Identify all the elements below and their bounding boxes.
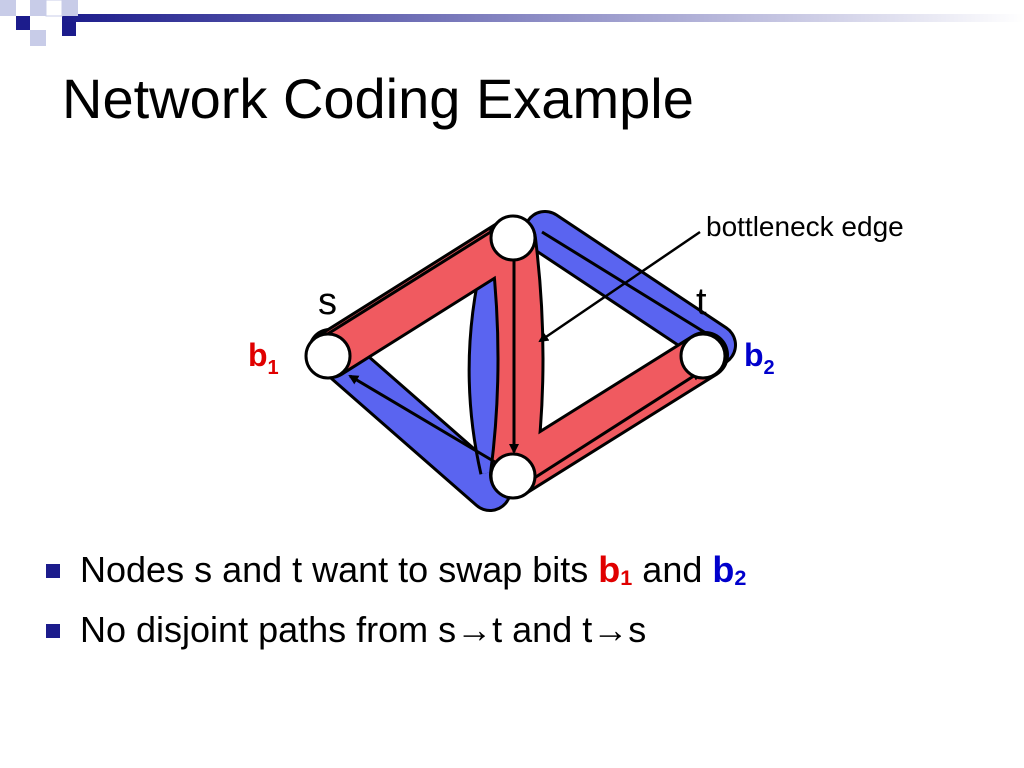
bit1-base: b [248, 337, 268, 373]
sink-label: t [696, 281, 707, 323]
bullet-bit1-base: b [598, 549, 621, 590]
right-arrow-icon: → [592, 609, 629, 650]
bullet-list: Nodes s and t want to swap bits b1 and b… [46, 548, 746, 668]
right-arrow-icon: → [456, 609, 493, 650]
bit2-label: b2 [744, 337, 775, 379]
deco-square [0, 0, 16, 16]
nodes [304, 214, 727, 500]
node-t [679, 332, 727, 380]
node-s [304, 332, 352, 380]
bullet-bit2-base: b [712, 549, 735, 590]
source-label: s [318, 281, 337, 323]
square-bullet-icon [46, 624, 60, 638]
bit2-base: b [744, 337, 764, 373]
arrow-icon [527, 370, 702, 484]
bullet-bit1-sub: 1 [620, 565, 633, 591]
slide-title: Network Coding Example [62, 67, 694, 130]
flow-arrows [317, 226, 724, 484]
callout-arrow-icon [538, 230, 701, 343]
title-decoration [0, 0, 1024, 46]
bullet-text-main: Nodes s and t want to swap bits [80, 549, 599, 590]
bit1-label: b1 [248, 337, 279, 379]
bullet-text-prefix: No disjoint paths from s [80, 609, 457, 650]
node-bottom [489, 452, 537, 500]
bit2-sub: 2 [764, 357, 775, 379]
bullet-bit2: b2 [712, 549, 746, 590]
gradient-bar [62, 14, 1024, 22]
bullet-text-suffix: s [628, 609, 647, 650]
bullet-item: Nodes s and t want to swap bits b1 and b… [46, 548, 746, 608]
bullet-bit2-sub: 2 [734, 565, 747, 591]
deco-square [30, 30, 46, 46]
arrow-icon [348, 374, 501, 467]
bit1-sub: 1 [268, 357, 279, 379]
deco-square [30, 0, 46, 16]
node-top [489, 214, 537, 262]
deco-square [16, 16, 30, 30]
bullet-text: No disjoint paths from s→t and t→s [80, 608, 646, 651]
bullet-text-middle: t and t [492, 609, 593, 650]
bullet-text: Nodes s and t want to swap bits b1 and b… [80, 548, 746, 591]
deco-square [62, 0, 78, 16]
bullet-item: No disjoint paths from s→t and t→s [46, 608, 746, 668]
callout-label: bottleneck edge [706, 211, 904, 242]
bullet-bit1: b1 [598, 549, 632, 590]
arrow-icon [317, 226, 499, 342]
square-bullet-icon [46, 564, 60, 578]
arrow-icon [541, 230, 724, 345]
bullet-text-and: and [632, 549, 713, 590]
deco-square [62, 22, 76, 36]
